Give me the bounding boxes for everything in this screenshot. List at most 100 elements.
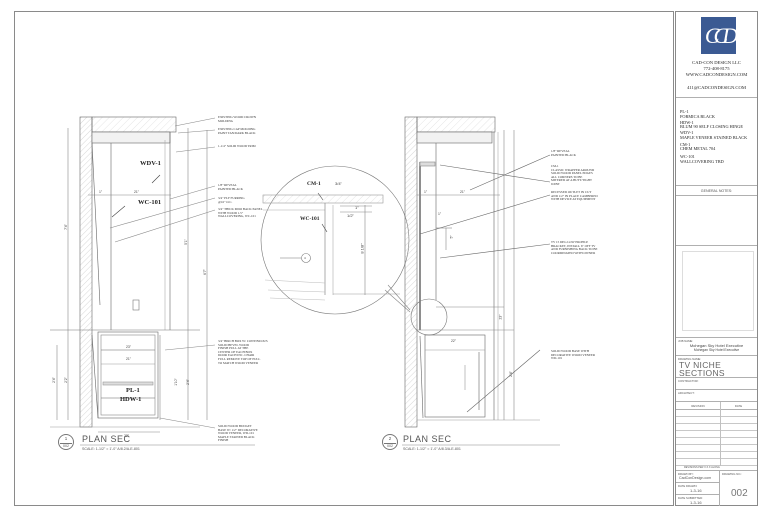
stamp-section (676, 246, 757, 338)
contractor-label: CONTRACTOR: (678, 379, 699, 383)
note-tv-bracket: TV 15 DEG LOW PROFILE BRACKET, INSTALL 6… (551, 240, 598, 255)
tag-wc-101: WC-101 (138, 199, 162, 206)
drawn-by-value: CadConDesign.com (679, 476, 712, 480)
spec-cm-1-code: CM-1 (680, 142, 691, 147)
revision-header: REVISION (691, 404, 705, 408)
dim-s2-inner: 1" (438, 212, 442, 216)
dim-base-total: 2'4" (51, 377, 56, 383)
dim-s2-base-height: 2'4" (508, 371, 513, 377)
section-2-linework (387, 116, 551, 428)
date-drawn-value: 1-3-16 (690, 488, 702, 493)
drawing-number-value: 002 (731, 488, 748, 499)
date-submitted-cell: DATE SUBMITTED: 1-3-16 (676, 495, 720, 506)
note-birch-box: 3/4" BIRCH BOX W/ CONTINUOUS SOLID BEVEL… (218, 339, 268, 365)
title-block: CCD CAD-CON DESIGN LLC 772-408-8175 WWW.… (675, 11, 758, 506)
note-ply-furring: 3/4" PLY FURRING @16" O.C. (218, 196, 245, 204)
job-name-line-1: Mohegan Sky Hotel Executive (689, 343, 744, 348)
view-1-number: 1 (64, 436, 68, 441)
section-1-linework (50, 116, 216, 433)
spec-cm-1-desc: CHEM METAL 704 (680, 146, 716, 151)
view-2-sheet: 002 (387, 444, 393, 448)
architect-section: ARCHITECT: (676, 390, 757, 402)
spec-pl-1-desc: FORMICA BLACK (680, 114, 715, 119)
note-solid-wood-base: SOLID WOOD BUDGET BASE W/ 1/2" DECORATIV… (218, 424, 258, 443)
drawn-by-label: DRAWN BY: (678, 472, 694, 476)
dim-s2-outlet: 5" (449, 235, 454, 239)
dim-side: 1" (99, 190, 103, 194)
note-recessed-outlet: RECESSED OUTLET IN CUT AND 1/2" IN PLACE… (551, 190, 598, 202)
view-2-title: PLAN SEC (403, 434, 452, 444)
dim-detail-top: 3/4" (335, 181, 342, 186)
spec-wc-101-desc: WALLCOVERING TBD (680, 159, 724, 164)
date-drawn-cell: DATE DRAWN: 1-3-16 (676, 483, 720, 495)
contractor-section: CONTRACTOR: (676, 378, 757, 390)
spec-hdw-1-desc: BLUM 90 SELF CLOSING HINGE (680, 124, 744, 129)
drawing-sheet-border (14, 11, 674, 506)
tag-cm-1: CM-1 (307, 181, 321, 187)
view-2-scale: SCALE: 1-1/2" = 1'-0" A/8.3/A-E-801 (403, 447, 461, 451)
note-cap-molding: EXISTING CAP MOLDING PAINT TAN/DARK BLAC… (218, 127, 256, 135)
view-1-sheet: 002 (63, 444, 69, 448)
dim-width-base: 22" (124, 434, 129, 438)
drawn-by-cell: DRAWN BY: CadConDesign.com (676, 471, 720, 483)
drawing-number-label: DRAWING NO.: (722, 472, 742, 476)
date-submitted-label: DATE SUBMITTED: (678, 496, 703, 500)
stamp-box (682, 251, 754, 331)
revisions-note-row: REVISIONS PER X.X.X Along (676, 466, 757, 471)
revision-header-row: REVISION DATE (676, 402, 757, 410)
drawing-name-label: DRAWING NAME: (678, 357, 702, 361)
note-back-panel: 3/4" THICK MDO BACK PANEL WITH WOOD 1.5"… (218, 207, 263, 219)
dim-h-base: 1'10" (173, 378, 178, 386)
spec-wdv-1-desc: MAPLE VENEER STAINED BLACK (680, 135, 748, 140)
note-reveal: 1/8" REVEAL PAINTED BLACK (218, 183, 243, 191)
dim-s2-side: 1" (424, 190, 428, 194)
spec-pl-1-code: PL-1 (680, 109, 689, 114)
view-1-title: PLAN SEC (82, 434, 131, 444)
drawing-number-cell: DRAWING NO.: 002 (720, 471, 758, 506)
view-1-scale: SCALE: 1-1/2" = 1'-0" A/8.2/A-E-801 (82, 447, 140, 451)
company-section: CCD CAD-CON DESIGN LLC 772-408-8175 WWW.… (676, 12, 757, 98)
date-drawn-label: DATE DRAWN: (678, 484, 698, 488)
dim-overall-upper: 7'4" (63, 224, 68, 230)
drawing-name-line-2: SECTIONS (679, 368, 725, 378)
company-logo: CCD (701, 17, 738, 54)
enlarged-detail-linework (260, 165, 411, 315)
view-2-number: 2 (388, 436, 392, 441)
dim-s2-width: 21" (460, 190, 465, 194)
note-reveal-2: 1/8" REVEAL PAINTED BLACK (551, 149, 576, 157)
note-cm-1-wrapper: CM-1 CLASSIC WRAPPER AROUND SOLID WOOD P… (551, 164, 595, 186)
company-phone: 772-408-8175 (703, 66, 730, 71)
material-specs-section: PL-1 FORMICA BLACK HDW-1 BLUM 90 SELF CL… (676, 98, 757, 186)
job-name-line-2: Mohegan Sky Hotel Executive (693, 348, 740, 352)
dim-s2-upper: 23" (498, 314, 503, 320)
dim-base-lower: 2'2" (63, 377, 68, 383)
detail-ref-number: 4 (304, 256, 306, 260)
date-header: DATE (734, 404, 743, 408)
dim-s2-base-width: 22" (451, 339, 456, 343)
dim-detail-gap: 1" (355, 205, 359, 210)
date-submitted-value: 1-3-16 (690, 500, 702, 505)
dim-h-upper: 5'1" (183, 239, 188, 245)
drawing-name-section: DRAWING NAME: TV NICHE SECTIONS (676, 356, 757, 378)
spec-wdv-1-code: WDV-1 (680, 130, 694, 135)
company-name: CAD-CON DESIGN LLC (692, 60, 741, 65)
dim-shelf-1: 23" (126, 345, 131, 349)
spec-hdw-1-code: HDW-1 (680, 120, 694, 125)
dim-detail-panel: 8 1/8" (359, 243, 365, 254)
job-name-section: JOB NAME: Mohegan Sky Hotel Executive Mo… (676, 338, 757, 356)
note-solid-wood-base-2: SOLID WOOD BASE WITH DECORATIVE WOOD VEN… (551, 349, 595, 361)
revisions-note: REVISIONS PER X.X.X Along (684, 466, 720, 469)
tag-pl-1: PL-1 (126, 387, 140, 394)
tag-wdv-1: WDV-1 (140, 160, 161, 167)
tag-hdw-1: HDW-1 (120, 396, 142, 403)
general-notes-label: GENERAL NOTES: (700, 189, 733, 193)
general-notes-header: GENERAL NOTES: (676, 186, 757, 196)
drawing-name-line-1: TV NICHE (679, 360, 722, 370)
revision-table-rows (676, 410, 757, 466)
architect-label: ARCHITECT: (678, 391, 695, 395)
general-notes-area (676, 196, 757, 246)
view-2-bubble: 2 002 (382, 434, 398, 450)
tag-wc-101-detail: WC-101 (300, 216, 320, 222)
company-email: 411@CADCONDESIGN.COM (687, 85, 746, 90)
